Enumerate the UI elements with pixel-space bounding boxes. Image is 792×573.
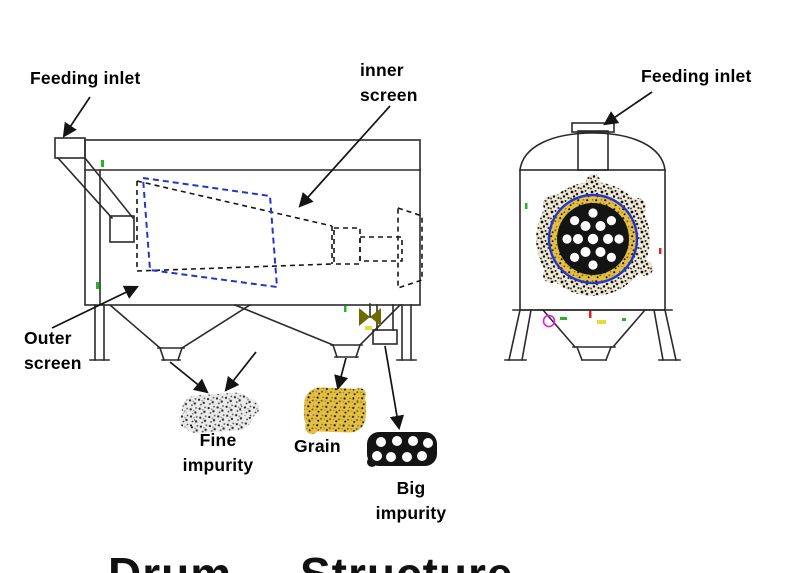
big-impurity-sample: [367, 432, 437, 467]
screen-holes: [562, 208, 624, 270]
scan-artifacts: [96, 160, 662, 330]
annotation-arrows: [51, 91, 653, 431]
feeding-inlet-stack: [577, 130, 609, 171]
front-view-screens: [536, 174, 653, 296]
arrow-feeding-inlet-right: [603, 91, 653, 126]
label-feeding-inlet-left: Feeding inlet: [30, 68, 141, 88]
front-view-base: [504, 308, 681, 362]
side-view-body: [54, 137, 421, 306]
fine-impurity-sample: [179, 392, 259, 434]
arrow-inner-screen: [298, 105, 391, 208]
arrow-fine-impurity-right: [224, 351, 257, 392]
valve: [359, 303, 381, 326]
arrow-feeding-inlet-left: [62, 96, 91, 138]
grain-sample: [303, 387, 367, 434]
outer-screen-ring: [547, 193, 639, 285]
caption-fragment-drum: Drum: [108, 547, 232, 573]
arrow-fine-impurity-left: [169, 361, 209, 394]
label-fine-impurity: Fine impurity: [182, 430, 254, 475]
feeding-inlet-chute: [54, 137, 86, 159]
front-view-body: [512, 122, 673, 311]
label-grain: Grain: [294, 436, 341, 456]
label-big-impurity: Big impurity: [375, 478, 447, 523]
label-feeding-inlet-right: Feeding inlet: [641, 66, 752, 86]
arrow-outer-screen: [51, 285, 139, 329]
label-inner-screen: inner screen: [360, 60, 418, 105]
arrow-big-impurity: [384, 345, 405, 431]
label-outer-screen: Outer screen: [24, 328, 82, 373]
caption-fragment-structure: Structure: [300, 547, 513, 573]
outer-screen-outline: [141, 176, 279, 289]
side-view-base: [89, 303, 417, 362]
inner-screen-outline: [136, 180, 423, 290]
arrow-grain: [334, 357, 349, 391]
